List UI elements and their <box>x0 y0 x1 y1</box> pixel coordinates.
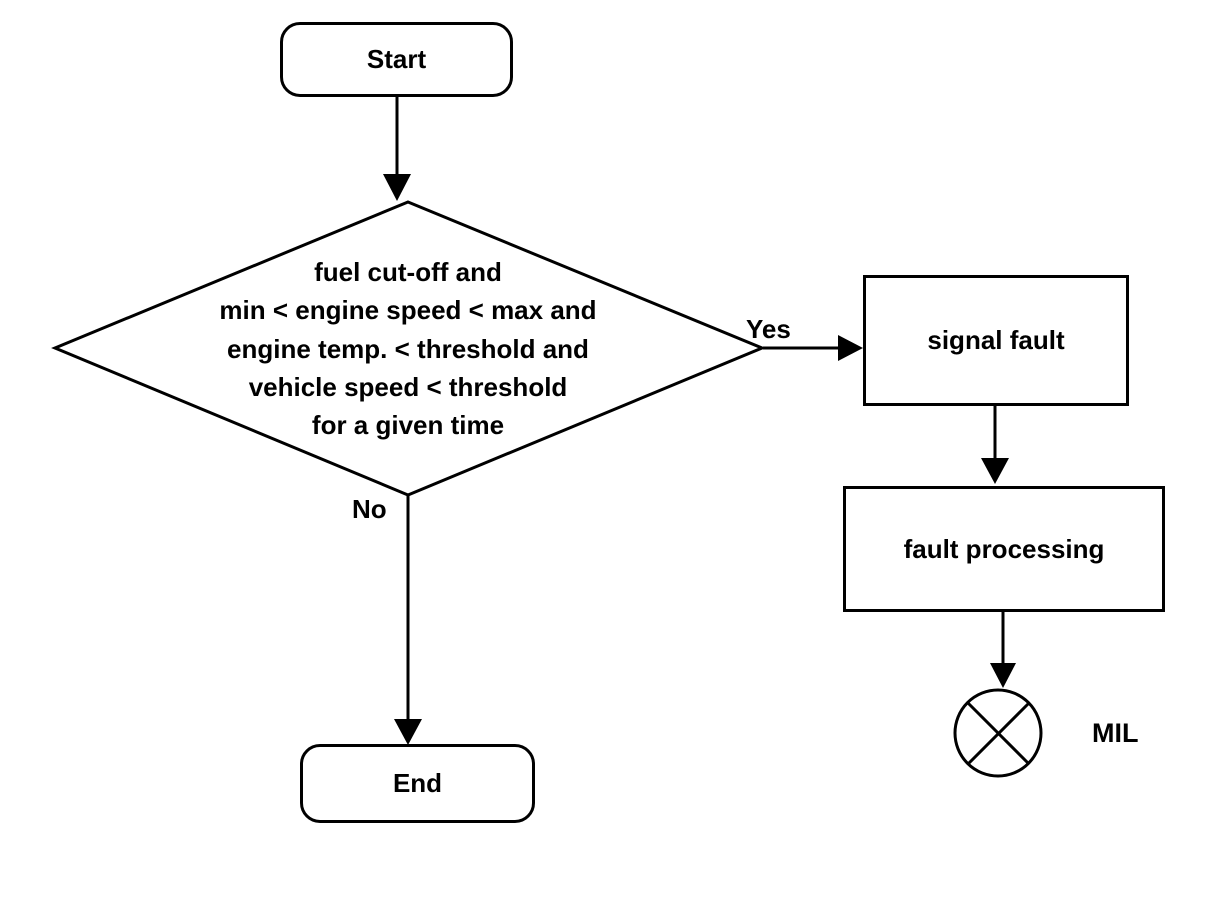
arrowhead-icon <box>383 174 411 201</box>
end-node: End <box>300 744 535 823</box>
arrowhead-icon <box>981 458 1009 484</box>
decision-line: for a given time <box>311 410 505 441</box>
decision-line: vehicle speed < threshold <box>248 371 568 402</box>
end-label: End <box>392 768 443 798</box>
decision-line: fuel cut-off and <box>314 257 502 287</box>
fault-processing-node: fault processing <box>843 486 1165 612</box>
fault-processing-label: fault processing <box>903 533 1105 564</box>
arrowhead-icon <box>838 335 863 361</box>
arrowhead-icon <box>990 663 1016 688</box>
no-edge-label: No <box>352 494 387 524</box>
signal-fault-node: signal fault <box>863 275 1129 406</box>
signal-fault-label: signal fault <box>927 325 1065 355</box>
mil-label: MIL <box>1092 718 1139 748</box>
arrowhead-icon <box>394 719 422 745</box>
decision-node-text: fuel cut-off and min < engine speed < ma… <box>98 253 718 444</box>
mil-lamp-icon <box>953 688 1043 778</box>
decision-line: engine temp. < threshold and <box>227 333 589 364</box>
start-node: Start <box>280 22 513 97</box>
decision-line: min < engine speed < max and <box>219 295 597 326</box>
mil-lamp-cross-line <box>966 701 1031 766</box>
yes-edge-label: Yes <box>746 314 791 344</box>
start-label: Start <box>366 44 427 74</box>
